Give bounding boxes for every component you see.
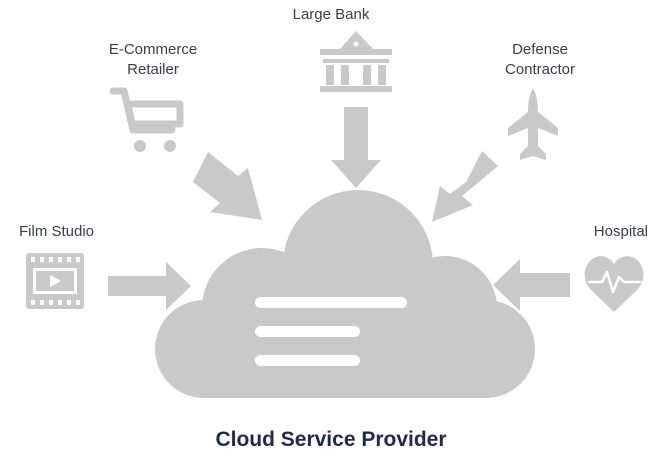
defense-label: Defense Contractor — [470, 40, 610, 80]
ecommerce-label: E-Commerce Retailer — [78, 40, 228, 80]
arrow-from-film — [108, 262, 191, 310]
fighter-jet-icon — [508, 88, 558, 160]
hospital-label: Hospital — [593, 223, 648, 240]
arrow-from-ecommerce — [193, 152, 262, 220]
arrow-from-defense — [432, 151, 498, 222]
ecommerce-label-line1: E-Commerce — [108, 41, 198, 58]
film-studio-label: Film Studio — [19, 223, 95, 240]
defense-label-line2: Contractor — [504, 61, 576, 78]
heart-pulse-icon — [584, 256, 644, 312]
shopping-cart-icon — [109, 87, 184, 134]
large-bank-label: Large Bank — [292, 6, 370, 23]
cloud-icon — [155, 190, 535, 398]
defense-label-line1: Defense — [512, 41, 568, 58]
film-video-icon — [26, 253, 84, 309]
cloud-service-provider-title: Cloud Service Provider — [215, 428, 447, 451]
arrow-from-hospital — [493, 259, 570, 311]
cloud-text-lines — [255, 297, 407, 366]
arrow-from-bank — [331, 107, 381, 188]
bank-icon — [320, 31, 392, 92]
ecommerce-label-line2: Retailer — [127, 61, 179, 78]
